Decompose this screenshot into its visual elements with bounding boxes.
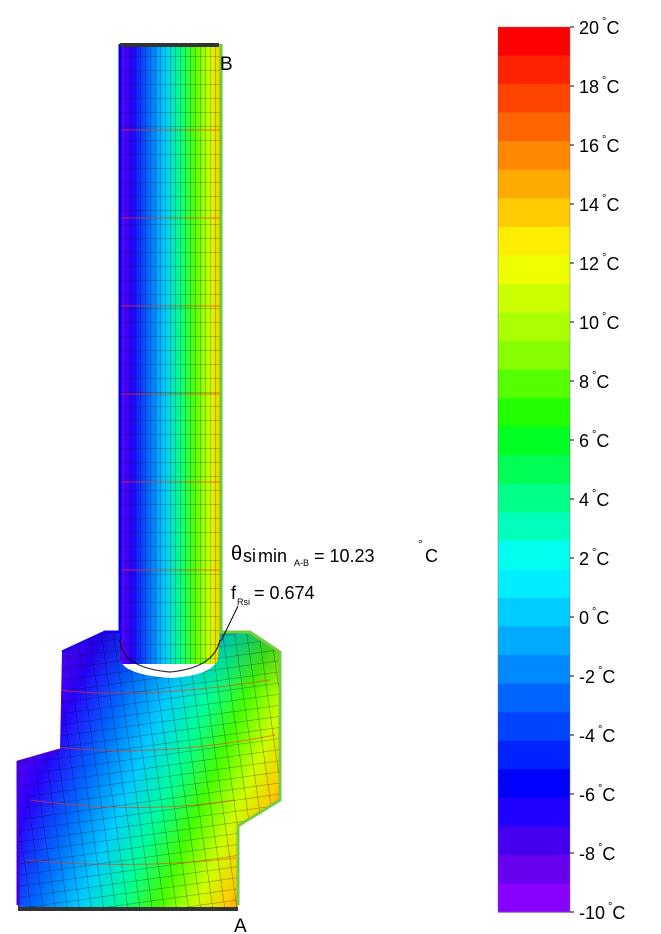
- colorbar-band: [498, 341, 570, 371]
- colorbar-band: [498, 198, 570, 228]
- colorbar-band: [498, 483, 570, 513]
- point-a-label: A: [234, 916, 247, 934]
- colorbar-frame: [497, 26, 571, 913]
- colorbar-band: [498, 655, 570, 685]
- colorbar-tick-label: -4°C: [579, 724, 615, 746]
- colorbar-tick-label: 4°C: [579, 488, 609, 510]
- colorbar-tick-label: 8°C: [579, 370, 609, 392]
- wall-base-junction: [119, 639, 221, 673]
- f-subscript: Rsi: [237, 597, 250, 607]
- colorbar-band: [498, 112, 570, 142]
- base-section: [16, 630, 282, 911]
- colorbar-band: [498, 27, 570, 57]
- colorbar-band: [498, 283, 570, 314]
- colorbar-band: [498, 740, 570, 770]
- colorbar-band: [498, 626, 570, 656]
- wall-mesh: [120, 44, 220, 664]
- colorbar-tick-label: 12°C: [579, 252, 619, 274]
- colorbar-tick-label: 20°C: [579, 16, 619, 38]
- colorbar-band: [498, 455, 570, 485]
- base-exterior-edge-upper: [61, 630, 120, 654]
- wall-section: [118, 43, 223, 664]
- colorbar-band: [498, 683, 570, 713]
- point-b-label: B: [220, 54, 233, 75]
- base-isotherm-marks: [24, 679, 276, 866]
- base-mesh: [18, 632, 280, 910]
- base-interior-edge: [220, 630, 282, 905]
- theta-si: si: [243, 546, 256, 566]
- colorbar-tick-label: 6°C: [579, 429, 609, 451]
- colorbar-band: [498, 712, 570, 742]
- colorbar-band: [498, 883, 570, 913]
- colorbar-band: [498, 597, 570, 628]
- theta-subscript: A-B: [294, 558, 309, 568]
- colorbar-band: [498, 398, 570, 428]
- colorbar-tick-label: 18°C: [579, 75, 619, 97]
- colorbar-band: [498, 84, 570, 114]
- colorbar-band: [498, 797, 570, 827]
- colorbar-band: [498, 569, 570, 599]
- theta-unit: C: [425, 546, 438, 566]
- colorbar-band: [498, 226, 570, 256]
- colorbar-band: [498, 369, 570, 399]
- colorbar-band: [498, 255, 570, 285]
- min-temperature-annotation: θ si min A-B = 10.23 ° C: [231, 537, 438, 568]
- colorbar-band: [498, 769, 570, 799]
- frsi-annotation: f Rsi = 0.674: [231, 583, 315, 607]
- theta-min: min: [258, 546, 287, 566]
- colorbar-band: [498, 312, 570, 342]
- theta-symbol: θ: [231, 543, 242, 565]
- colorbar-band: [498, 141, 570, 171]
- colorbar-band: [498, 826, 570, 856]
- f-value: = 0.674: [254, 583, 315, 603]
- colorbar-band: [498, 169, 570, 199]
- colorbar-tick-label: 14°C: [579, 193, 619, 215]
- wall-isotherm-marks: [120, 129, 220, 571]
- colorbar-tick-label: -10°C: [579, 901, 625, 923]
- colorbar-tick-label: 10°C: [579, 311, 619, 333]
- colorbar-band: [498, 512, 570, 542]
- colorbar-tick-label: -2°C: [579, 665, 615, 687]
- colorbar-band: [498, 55, 570, 85]
- colorbar-band: [498, 540, 570, 571]
- annotation-leader-line: [220, 605, 239, 642]
- colorbar-band: [498, 426, 570, 456]
- colorbar-tick-label: 2°C: [579, 547, 609, 569]
- f-letter: f: [231, 583, 237, 603]
- temperature-colorbar: 20°C 18°C 16°C 14°C 12°C 10°C 8°C 6°C 4°C 2°C 0°C -…: [497, 16, 625, 923]
- theta-degree: °: [418, 537, 423, 551]
- colorbar-tick-label: 0°C: [579, 606, 609, 628]
- colorbar-band: [498, 854, 570, 885]
- colorbar-tick-label: -8°C: [579, 842, 615, 864]
- colorbar-tick-label: 16°C: [579, 134, 619, 156]
- base-exterior-edge-lower: [16, 748, 61, 905]
- theta-value: = 10.23: [314, 546, 375, 566]
- colorbar-tick-label: -6°C: [579, 783, 615, 805]
